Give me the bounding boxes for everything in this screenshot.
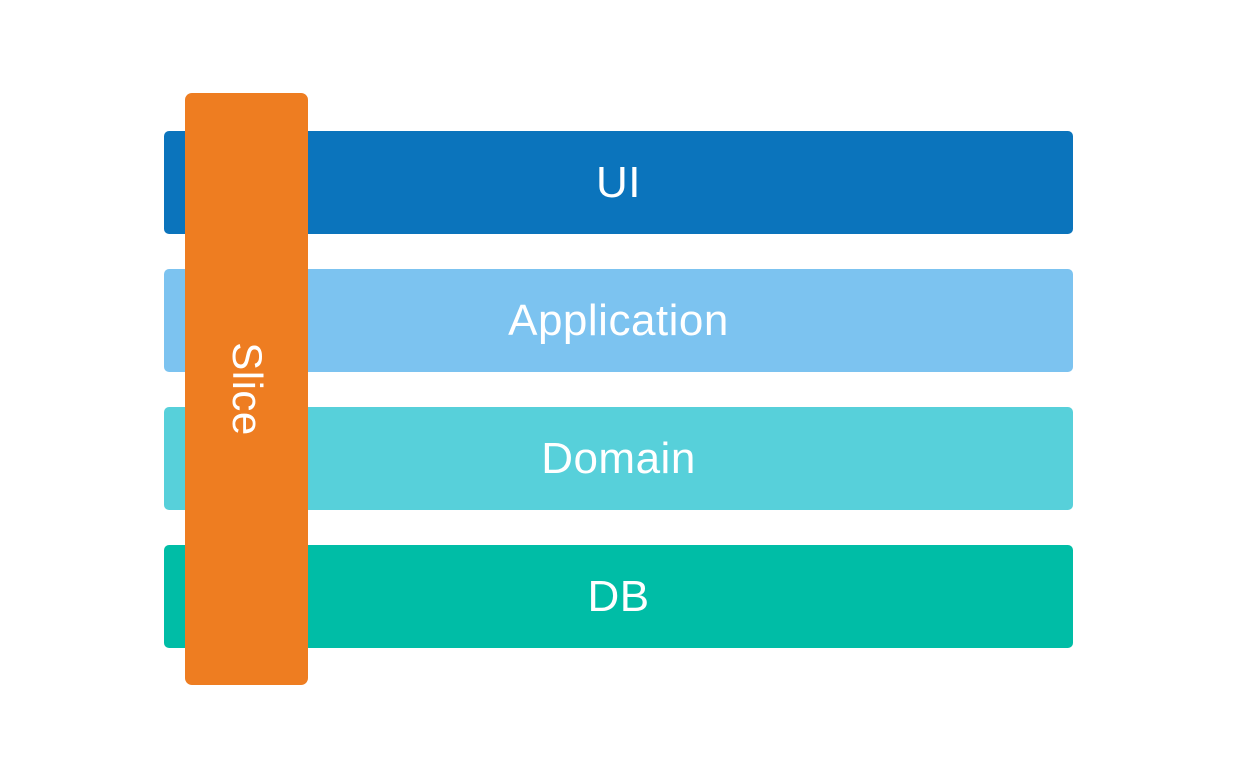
layer-bar-application: Application bbox=[164, 269, 1073, 372]
layer-label-application: Application bbox=[508, 295, 729, 345]
slice-bar: Slice bbox=[185, 93, 308, 685]
layer-label-domain: Domain bbox=[541, 433, 696, 483]
layer-label-db: DB bbox=[587, 571, 650, 621]
layer-bar-domain: Domain bbox=[164, 407, 1073, 510]
layer-bar-ui: UI bbox=[164, 131, 1073, 234]
layer-label-ui: UI bbox=[596, 157, 641, 207]
layer-bar-db: DB bbox=[164, 545, 1073, 648]
slice-label: Slice bbox=[223, 342, 271, 436]
